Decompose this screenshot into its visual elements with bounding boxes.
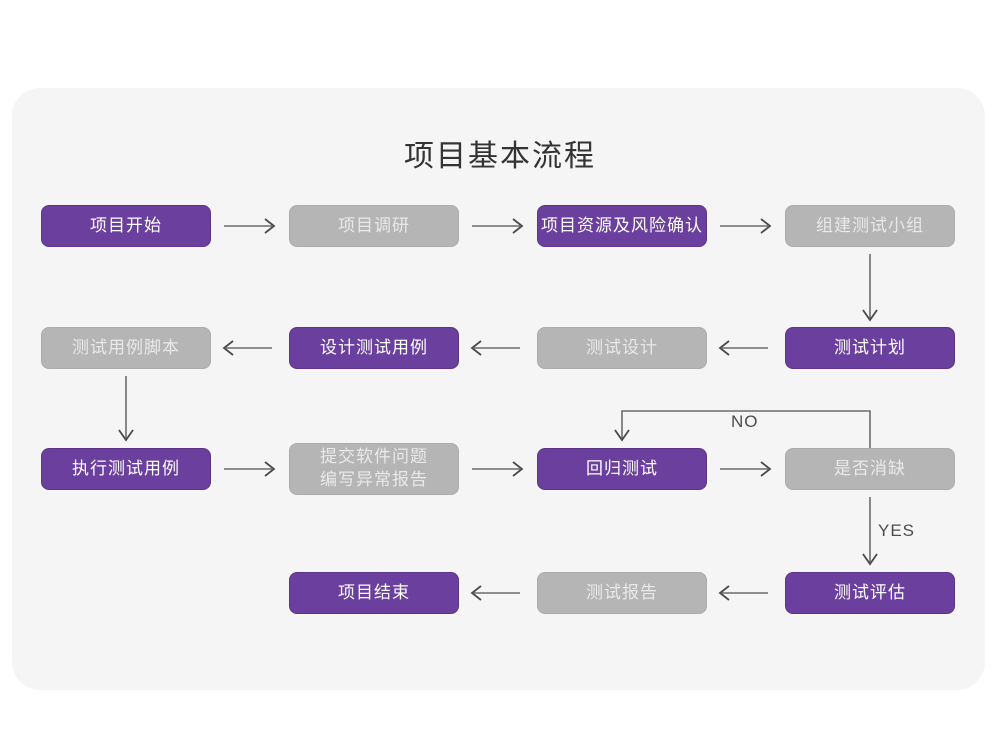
flow-node-n12[interactable]: 是否消缺 xyxy=(785,448,955,490)
flow-node-n15[interactable]: 项目结束 xyxy=(289,572,459,614)
flow-node-n11[interactable]: 回归测试 xyxy=(537,448,707,490)
flow-node-n9[interactable]: 执行测试用例 xyxy=(41,448,211,490)
flow-node-n8[interactable]: 测试用例脚本 xyxy=(41,327,211,369)
flow-node-n7[interactable]: 设计测试用例 xyxy=(289,327,459,369)
flow-node-n13[interactable]: 测试评估 xyxy=(785,572,955,614)
edge-label-yes: YES xyxy=(878,521,916,540)
flow-node-n10[interactable]: 提交软件问题 编写异常报告 xyxy=(289,443,459,495)
flow-node-n2[interactable]: 项目调研 xyxy=(289,205,459,247)
edge-label-no: NO xyxy=(731,412,759,431)
flow-node-n3[interactable]: 项目资源及风险确认 xyxy=(537,205,707,247)
flow-node-n14[interactable]: 测试报告 xyxy=(537,572,707,614)
flow-node-n4[interactable]: 组建测试小组 xyxy=(785,205,955,247)
flow-node-n6[interactable]: 测试设计 xyxy=(537,327,707,369)
flow-node-n5[interactable]: 测试计划 xyxy=(785,327,955,369)
page-title: 项目基本流程 xyxy=(404,140,596,173)
flow-node-n1[interactable]: 项目开始 xyxy=(41,205,211,247)
